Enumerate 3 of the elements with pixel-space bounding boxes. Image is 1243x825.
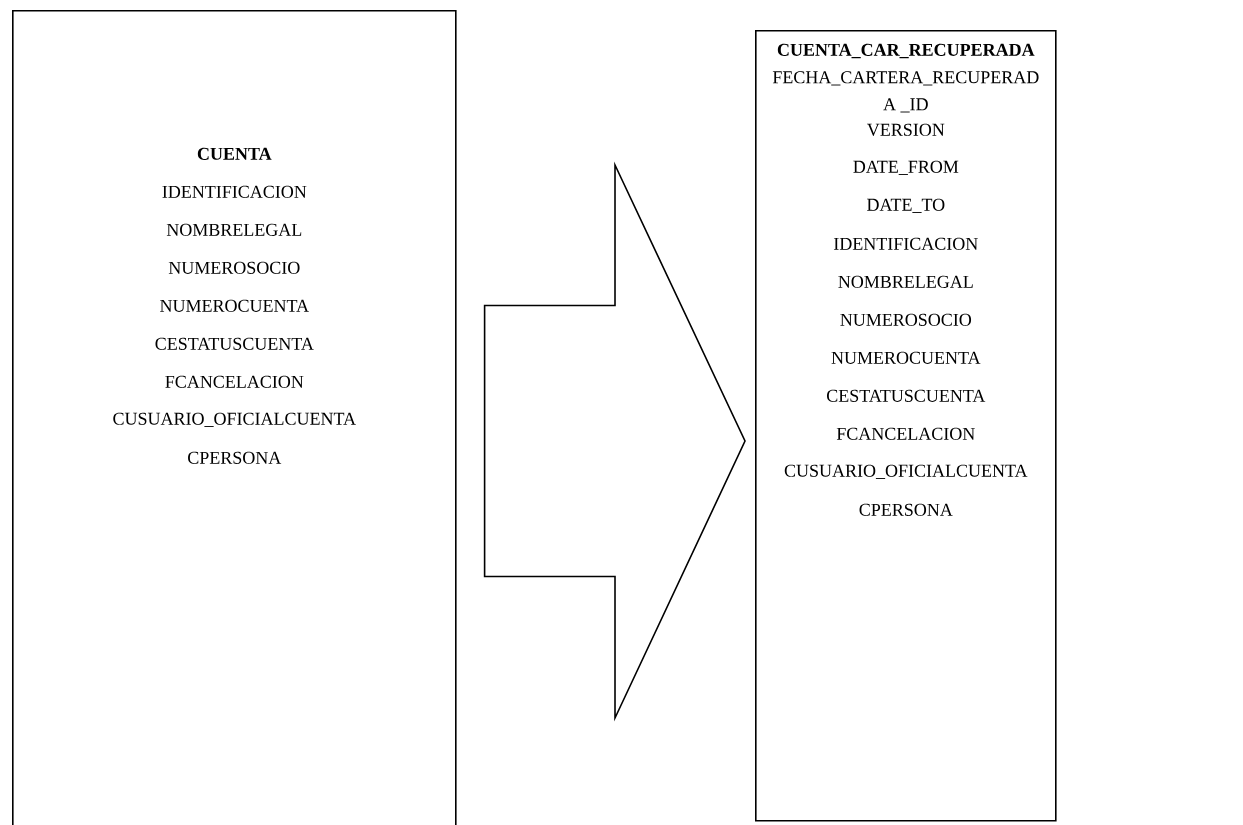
table-box: CUENTA_CAR_RECUPERADA FECHA_CARTERA_RECUPERAD A _ID VERSION DATE_FROM DATE_TO IDENTIFICACION NOMBRELEGAL NUMEROSOCIO NUMEROCUENTA CESTATUSCUENTA FCANCELACION CUSUARIO_OFICIALCUENTA CPERSONA — [755, 30, 1057, 822]
table-box: CUENTA IDENTIFICACION NOMBRELEGAL NUMEROSOCIO NUMEROCUENTA CESTATUSCUENTA FCANCELACION CUSUARIO_OFICIALCUENTA CPERSONA — [12, 10, 457, 825]
block-arrow — [483, 161, 746, 722]
